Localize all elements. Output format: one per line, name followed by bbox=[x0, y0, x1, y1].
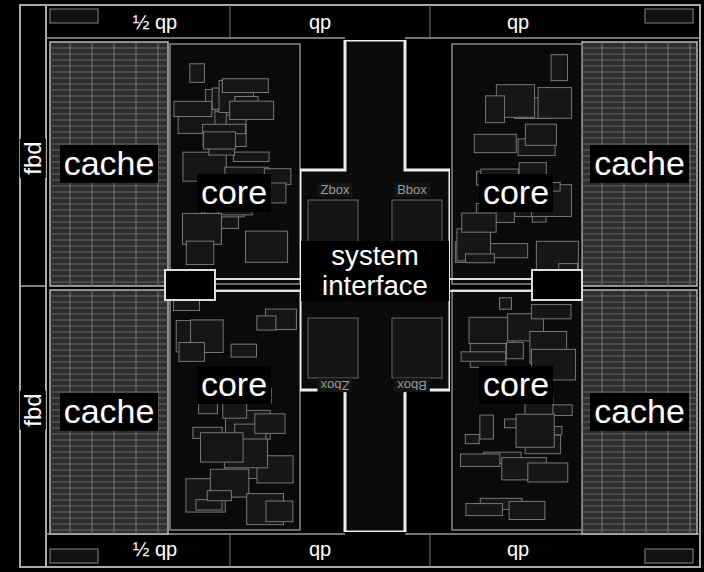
region-name: cache bbox=[60, 393, 159, 430]
region-name: core bbox=[479, 174, 553, 211]
region-name: cache bbox=[590, 145, 689, 182]
system-interface-region: system interface bbox=[300, 40, 450, 532]
core-region: core bbox=[452, 108, 580, 278]
region-name: core bbox=[197, 174, 271, 211]
unit-label: Zbox bbox=[318, 378, 353, 392]
unit-label: Zbox bbox=[318, 183, 353, 197]
core-region: core bbox=[170, 108, 298, 278]
core-region: core bbox=[452, 300, 580, 470]
cache-region: cache bbox=[50, 290, 168, 534]
region-name: core bbox=[479, 366, 553, 403]
bus-label: ½ qp bbox=[130, 538, 180, 560]
cache-region: cache bbox=[582, 42, 697, 286]
region-name: core bbox=[197, 366, 271, 403]
memory-label: fbd bbox=[20, 138, 46, 177]
core-region: core bbox=[170, 300, 298, 470]
unit-label: Bbox bbox=[394, 183, 430, 197]
region-name: cache bbox=[60, 145, 159, 182]
bus-label: qp bbox=[306, 11, 334, 33]
memory-label: fbd bbox=[20, 390, 46, 429]
bus-label: qp bbox=[504, 538, 532, 560]
bus-label: qp bbox=[504, 11, 532, 33]
cache-region: cache bbox=[50, 42, 168, 286]
block-name: system interface bbox=[301, 241, 449, 302]
bus-label: qp bbox=[306, 538, 334, 560]
bus-label: ½ qp bbox=[130, 11, 180, 33]
cache-region: cache bbox=[582, 290, 697, 534]
unit-label: Bbox bbox=[394, 378, 430, 392]
region-name: cache bbox=[590, 393, 689, 430]
